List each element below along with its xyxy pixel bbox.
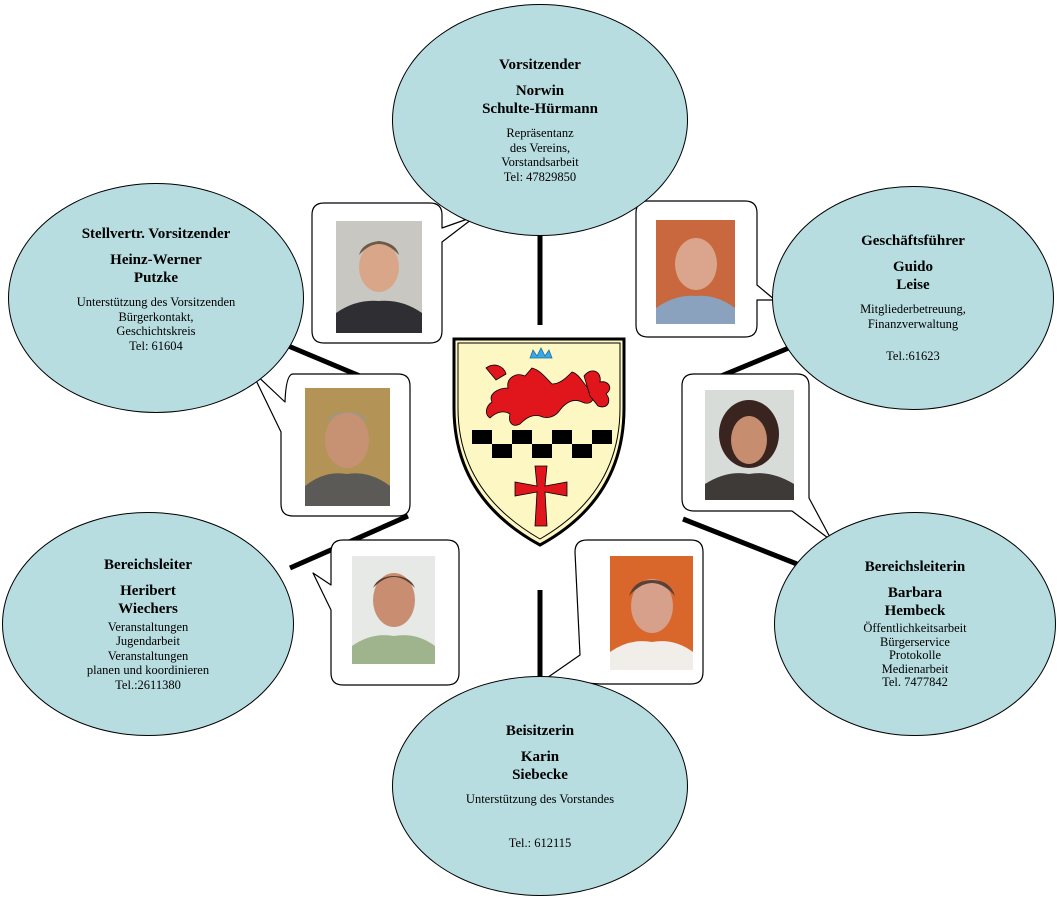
photo-beisitzerin: [610, 556, 693, 670]
lion-icon: [485, 364, 611, 426]
role-title: Stellvertr. Vorsitzender: [81, 226, 231, 242]
member-name: Guido Leise: [892, 259, 934, 294]
member-oval-bereichsleiter: Bereichsleiter Heribert Wiechers Veranst…: [2, 512, 294, 736]
crown-icon: [529, 347, 553, 359]
member-description: Mitgliederbetreuung, Finanzverwaltung: [860, 302, 966, 331]
role-title: Bereichsleiter: [103, 556, 192, 573]
role-title: Geschäftsführer: [861, 233, 965, 250]
role-title: Beisitzerin: [505, 722, 575, 739]
member-phone: Tel.: 612115: [508, 836, 572, 850]
member-description: Unterstützung des Vorsitzenden Bürgerkon…: [76, 295, 236, 338]
member-phone: Tel.:61623: [886, 349, 940, 364]
member-description: Unterstützung des Vorstandes: [465, 791, 615, 806]
member-phone: Tel: 47829850: [503, 169, 577, 184]
member-oval-stellvertreter: Stellvertr. Vorsitzender Heinz-Werner Pu…: [8, 183, 304, 413]
member-name: Karin Siebecke: [512, 748, 568, 783]
photo-geschaeftsfuehrer: [656, 220, 735, 324]
coat-of-arms-icon: [452, 337, 626, 547]
member-description: Veranstaltungen Jugendarbeit Veranstaltu…: [86, 619, 210, 678]
member-phone: Tel. 7477842: [882, 675, 948, 690]
member-description: Öffentlichkeitsarbeit Bürgerservice Prot…: [863, 621, 967, 676]
member-oval-vorsitzender: Vorsitzender Norwin Schulte-Hürmann Repr…: [392, 4, 688, 236]
photo-vorsitzender: [336, 221, 422, 333]
member-description: Repräsentanz des Vereins, Vorstandsarbei…: [501, 126, 579, 169]
member-oval-bereichsleiterin: Bereichsleiterin Barbara Hembeck Öffentl…: [774, 512, 1056, 736]
member-oval-beisitzerin: Beisitzerin Karin Siebecke Unterstützung…: [392, 676, 688, 896]
cross-icon: [514, 465, 568, 527]
photo-bereichsleiter: [352, 556, 435, 664]
role-title: Bereichsleiterin: [864, 559, 966, 576]
member-name: Heinz-Werner Putzke: [110, 252, 202, 286]
member-name: Norwin Schulte-Hürmann: [482, 83, 598, 117]
member-name: Barbara Hembeck: [884, 585, 946, 620]
member-name: Heribert Wiechers: [118, 582, 178, 617]
member-oval-geschaeftsfuehrer: Geschäftsführer Guido Leise Mitgliederbe…: [772, 186, 1054, 410]
member-phone: Tel.:2611380: [115, 677, 181, 692]
connector-lower-right: [682, 516, 798, 567]
role-title: Vorsitzender: [499, 57, 581, 73]
member-phone: Tel: 61604: [129, 338, 183, 353]
photo-bereichsleiterin: [705, 390, 794, 500]
photo-stellvertreter: [305, 388, 390, 506]
